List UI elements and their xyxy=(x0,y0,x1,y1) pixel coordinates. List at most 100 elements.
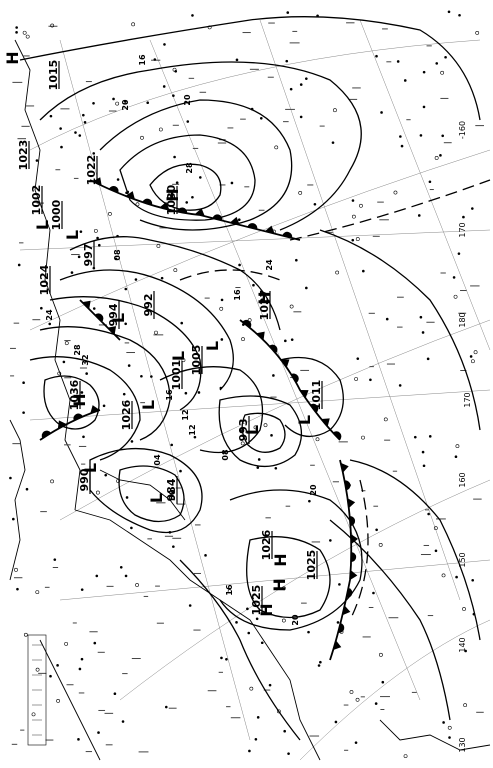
warm-front-semicircle xyxy=(344,480,351,491)
cold-front-triangle xyxy=(195,208,205,217)
trough-lines xyxy=(179,179,491,621)
station-dot xyxy=(83,121,87,124)
station-dot xyxy=(102,404,106,408)
station-dot xyxy=(59,127,62,130)
station-circle xyxy=(403,754,408,759)
station-dot xyxy=(317,664,321,667)
longitude-label: 180 xyxy=(458,312,467,327)
station-dot xyxy=(270,434,273,437)
station-dot xyxy=(12,517,15,521)
station-tick xyxy=(258,209,265,211)
station-circle xyxy=(22,30,27,35)
station-circle xyxy=(108,212,112,216)
station-circle xyxy=(35,667,40,672)
station-tick xyxy=(52,566,59,568)
station-tick xyxy=(217,142,227,144)
station-tick xyxy=(73,177,79,179)
station-dot xyxy=(104,473,108,477)
station-tick xyxy=(426,321,435,323)
station-dot xyxy=(225,657,228,661)
station-tick xyxy=(10,375,15,377)
station-tick xyxy=(343,704,349,706)
station-dot xyxy=(22,381,25,385)
station-dot xyxy=(170,443,174,447)
station-tick xyxy=(124,342,130,344)
high-pressure-center: H xyxy=(270,578,289,591)
station-tick xyxy=(10,347,16,349)
station-dot xyxy=(398,384,402,387)
station-tick xyxy=(71,254,80,256)
station-circle xyxy=(289,304,294,309)
station-tick xyxy=(194,524,201,526)
station-tick xyxy=(338,441,348,443)
station-dot xyxy=(121,720,125,723)
station-circle xyxy=(355,237,360,241)
isopleth-label: 16 xyxy=(225,584,234,596)
station-dot xyxy=(199,176,202,179)
cold-front-triangle xyxy=(159,201,170,210)
station-dot xyxy=(40,306,43,310)
station-tick xyxy=(397,296,404,298)
station-circle xyxy=(227,589,232,594)
station-circle xyxy=(447,725,452,730)
station-tick xyxy=(458,312,467,314)
station-circle xyxy=(135,583,139,587)
warm-front-semicircle xyxy=(332,431,342,440)
longitude-label: 130 xyxy=(458,737,467,752)
low-pressure-center: L xyxy=(109,313,128,323)
station-tick xyxy=(475,125,484,127)
station-tick xyxy=(265,517,271,519)
station-tick xyxy=(369,366,374,368)
station-tick xyxy=(242,32,251,34)
station-tick xyxy=(420,554,431,556)
station-circle xyxy=(434,156,439,160)
pressure-label: 1024 xyxy=(38,264,51,295)
station-dot xyxy=(239,429,242,432)
station-dot xyxy=(426,357,430,361)
station-dot xyxy=(92,307,96,310)
station-dot xyxy=(173,155,176,159)
station-circle xyxy=(378,543,383,547)
station-circle xyxy=(393,190,398,195)
station-tick xyxy=(192,147,199,149)
isopleth-label: 28 xyxy=(73,344,82,356)
station-tick xyxy=(226,706,231,708)
station-circle xyxy=(64,341,69,346)
station-dot xyxy=(256,716,260,719)
station-dot xyxy=(235,621,238,624)
warm-front-semicircle xyxy=(291,373,299,383)
station-tick xyxy=(156,502,166,504)
station-dot xyxy=(428,435,432,438)
cold-front-triangle xyxy=(350,570,358,581)
station-tick xyxy=(310,464,315,466)
station-circle xyxy=(378,652,383,657)
station-dot xyxy=(49,114,53,118)
station-dot xyxy=(80,657,84,661)
warm-front-semicircle xyxy=(41,430,51,439)
station-circle xyxy=(64,641,69,646)
station-dot xyxy=(469,355,473,358)
station-dot xyxy=(299,83,303,86)
station-dot xyxy=(62,360,66,364)
station-circle xyxy=(475,30,480,35)
station-dot xyxy=(235,58,239,62)
station-tick xyxy=(249,68,259,70)
station-dot xyxy=(338,583,341,586)
station-tick xyxy=(368,606,374,608)
station-dot xyxy=(305,77,308,80)
station-dot xyxy=(16,587,19,591)
station-dot xyxy=(434,549,438,553)
station-tick xyxy=(285,108,295,110)
warm-front-semicircle xyxy=(351,552,357,563)
station-tick xyxy=(199,91,207,93)
longitude-label: 170 xyxy=(458,222,467,237)
station-dot xyxy=(70,271,74,274)
station-dot xyxy=(417,214,421,217)
station-tick xyxy=(79,367,88,369)
pressure-label: 1036 xyxy=(68,379,81,410)
station-tick xyxy=(319,125,325,127)
station-circle xyxy=(154,330,158,335)
